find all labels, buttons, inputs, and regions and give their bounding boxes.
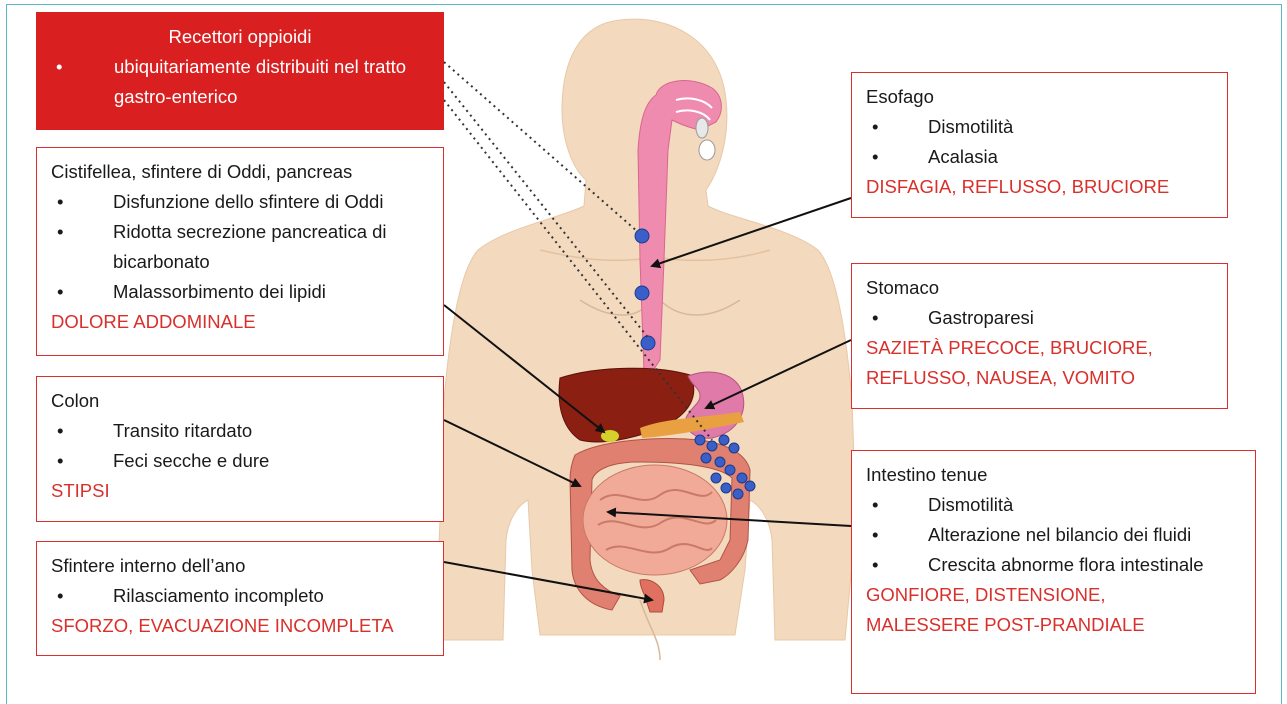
list-item: Feci secche e dure — [51, 446, 429, 476]
list-item: Transito ritardato — [51, 416, 429, 446]
list-item: Disfunzione dello sfintere di Oddi — [51, 187, 429, 217]
list-item: Crescita abnorme flora intestinale — [866, 550, 1241, 580]
anal-sphincter-box: Sfintere interno dell’ano Rilasciamento … — [36, 541, 444, 656]
small-intestine-box: Intestino tenue Dismotilità Alterazione … — [851, 450, 1256, 694]
gallbladder-symptoms: DOLORE ADDOMINALE — [51, 307, 429, 337]
gallbladder-title: Cistifellea, sfintere di Oddi, pancreas — [51, 157, 429, 187]
small-intestine-symptoms-line1: GONFIORE, DISTENSIONE, — [866, 580, 1241, 610]
opioid-receptors-title: Recettori oppioidi — [50, 22, 430, 52]
colon-box: Colon Transito ritardato Feci secche e d… — [36, 376, 444, 522]
list-item: Malassorbimento dei lipidi — [51, 277, 429, 307]
colon-title: Colon — [51, 386, 429, 416]
small-intestine-illustration — [583, 465, 727, 575]
small-intestine-symptoms-line2: MALESSERE POST-PRANDIALE — [866, 610, 1241, 640]
opioid-receptors-bullet: ubiquitariamente distribuiti nel tratto … — [50, 52, 430, 112]
opioid-receptors-box: Recettori oppioidi ubiquitariamente dist… — [36, 12, 444, 130]
esophagus-list: Dismotilità Acalasia — [866, 112, 1213, 172]
small-intestine-list: Dismotilità Alterazione nel bilancio dei… — [866, 490, 1241, 580]
stomach-list: Gastroparesi — [866, 303, 1213, 333]
anal-sphincter-title: Sfintere interno dell’ano — [51, 551, 429, 581]
list-item: Acalasia — [866, 142, 1213, 172]
colon-symptoms: STIPSI — [51, 476, 429, 506]
small-intestine-title: Intestino tenue — [866, 460, 1241, 490]
stomach-symptoms-line2: REFLUSSO, NAUSEA, VOMITO — [866, 363, 1213, 393]
esophagus-box: Esofago Dismotilità Acalasia DISFAGIA, R… — [851, 72, 1228, 218]
list-item: Alterazione nel bilancio dei fluidi — [866, 520, 1241, 550]
stomach-title: Stomaco — [866, 273, 1213, 303]
list-item: Dismotilità — [866, 490, 1241, 520]
gallbladder-list: Disfunzione dello sfintere di Oddi Ridot… — [51, 187, 429, 307]
anal-sphincter-list: Rilasciamento incompleto — [51, 581, 429, 611]
gallbladder-box: Cistifellea, sfintere di Oddi, pancreas … — [36, 147, 444, 356]
esophagus-title: Esofago — [866, 82, 1213, 112]
list-item: Dismotilità — [866, 112, 1213, 142]
colon-list: Transito ritardato Feci secche e dure — [51, 416, 429, 476]
stomach-box: Stomaco Gastroparesi SAZIETÀ PRECOCE, BR… — [851, 263, 1228, 409]
esophagus-symptoms: DISFAGIA, REFLUSSO, BRUCIORE — [866, 172, 1213, 202]
list-item: Ridotta secrezione pancreatica di bicarb… — [51, 217, 429, 277]
list-item: Gastroparesi — [866, 303, 1213, 333]
stomach-symptoms-line1: SAZIETÀ PRECOCE, BRUCIORE, — [866, 333, 1213, 363]
anal-sphincter-symptoms: SFORZO, EVACUAZIONE INCOMPLETA — [51, 611, 429, 641]
list-item: Rilasciamento incompleto — [51, 581, 429, 611]
